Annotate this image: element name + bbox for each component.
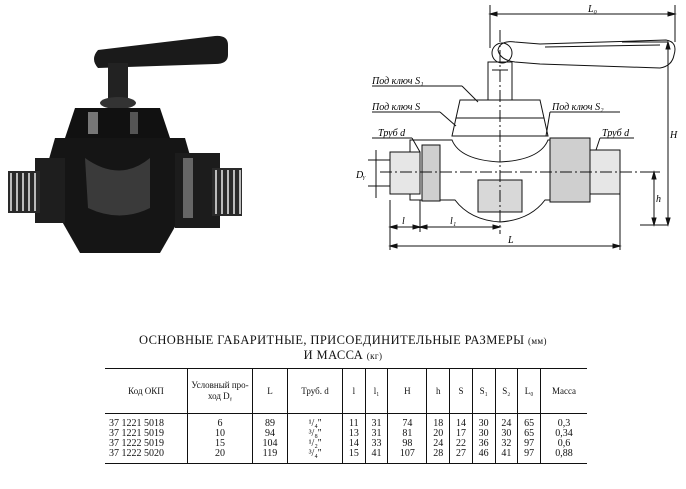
cell: 107 bbox=[387, 449, 427, 464]
cell: 37 1221 5018 bbox=[109, 418, 164, 429]
col-S: S bbox=[449, 368, 473, 414]
col-L: L bbox=[252, 368, 288, 414]
valve-photo bbox=[0, 8, 250, 263]
cell: 65 bbox=[517, 413, 541, 429]
l0-label: L₀ bbox=[587, 4, 598, 15]
cell: 18 bbox=[426, 413, 450, 429]
h-lower-label: h bbox=[656, 194, 661, 205]
cell: 13 bbox=[342, 429, 366, 439]
cell: 37 1222 5020 bbox=[105, 449, 188, 464]
valve-section-drawing: L₀ Под ключ S₁ Под ключ S Труб d Под клю… bbox=[355, 4, 678, 250]
cell: 46 bbox=[471, 449, 496, 464]
dy-label: Dᵧ bbox=[355, 170, 366, 181]
cell: 0,3 bbox=[540, 413, 587, 429]
col-mass: Масса bbox=[540, 368, 587, 414]
cell: 20 bbox=[187, 449, 253, 464]
cell: 11 bbox=[342, 413, 366, 429]
L-label: L bbox=[507, 235, 514, 246]
cell: 74 bbox=[387, 413, 427, 429]
col-l: l bbox=[342, 368, 366, 414]
cell: 37 1221 5019 bbox=[109, 428, 164, 439]
cell: ³/₈'' bbox=[287, 429, 343, 439]
cell: 89 bbox=[252, 413, 288, 429]
col-H: H bbox=[387, 368, 427, 414]
cell: 30 bbox=[471, 429, 496, 439]
col-S2: S₂ bbox=[494, 368, 518, 414]
cell: 14 bbox=[449, 413, 473, 429]
cell: 30 bbox=[471, 413, 496, 429]
cell: 41 bbox=[494, 449, 518, 464]
cell: 24 bbox=[494, 413, 518, 429]
cell: 28 bbox=[426, 449, 450, 464]
l1-label: l₁ bbox=[450, 216, 456, 227]
col-h: h bbox=[426, 368, 450, 414]
cell: ¹/₄'' bbox=[287, 413, 343, 429]
col-l1: l₁ bbox=[364, 368, 388, 414]
cell: 104 bbox=[252, 439, 288, 449]
cell: 0,88 bbox=[540, 449, 587, 464]
cell: ¹/₂'' bbox=[287, 439, 343, 449]
cell: 94 bbox=[252, 429, 288, 439]
cell: 37 1222 5019 bbox=[109, 438, 164, 449]
cell: 0,6 bbox=[540, 439, 587, 449]
cell: 27 bbox=[449, 449, 473, 464]
col-L0: L₀ bbox=[517, 368, 541, 414]
cell: 65 bbox=[517, 429, 541, 439]
key-s1-label: Под ключ S₁ bbox=[371, 76, 424, 87]
cell: 15 bbox=[187, 439, 253, 449]
cell: 36 bbox=[471, 439, 496, 449]
cell: ³/₄'' bbox=[287, 449, 343, 464]
col-okp-code: Код ОКП bbox=[105, 368, 188, 414]
col-pipe-d: Труб. d bbox=[287, 368, 343, 414]
col-S1: S₁ bbox=[471, 368, 496, 414]
cell: 97 bbox=[517, 439, 541, 449]
cell: 119 bbox=[252, 449, 288, 464]
col-nominal-bore: Условный про-ход Dᵧ bbox=[187, 368, 253, 414]
cell: 15 bbox=[342, 449, 366, 464]
cell: 31 bbox=[364, 429, 388, 439]
cell: 20 bbox=[426, 429, 450, 439]
table-caption-line1: ОСНОВНЫЕ ГАБАРИТНЫЕ, ПРИСОЕДИНИТЕЛЬНЫЕ Р… bbox=[139, 333, 547, 347]
cell: 0,34 bbox=[540, 429, 587, 439]
h-upper-label: H bbox=[669, 130, 678, 141]
cell: 33 bbox=[364, 439, 388, 449]
key-s2-label: Под ключ S₂ bbox=[551, 102, 604, 113]
cell: 32 bbox=[494, 439, 518, 449]
key-s-label: Под ключ S bbox=[371, 102, 420, 113]
cell: 30 bbox=[494, 429, 518, 439]
cell: 81 bbox=[387, 429, 427, 439]
cell: 24 bbox=[426, 439, 450, 449]
pipe-d-right-label: Труб d bbox=[602, 128, 630, 139]
dimensions-table: Код ОКП Условный про-ход Dᵧ L Труб. d l … bbox=[105, 368, 587, 464]
cell: 17 bbox=[449, 429, 473, 439]
l-label: l bbox=[402, 216, 405, 227]
cell: 6 bbox=[187, 413, 253, 429]
cell: 97 bbox=[517, 449, 541, 464]
table-caption-line2: И МАССА (кг) bbox=[303, 348, 383, 362]
cell: 22 bbox=[449, 439, 473, 449]
cell: 41 bbox=[364, 449, 388, 464]
table-header-row: Код ОКП Условный про-ход Dᵧ L Труб. d l … bbox=[105, 368, 587, 414]
pipe-d-left-label: Труб d bbox=[378, 128, 406, 139]
cell: 98 bbox=[387, 439, 427, 449]
cell: 31 bbox=[364, 413, 388, 429]
cell: 14 bbox=[342, 439, 366, 449]
cell: 10 bbox=[187, 429, 253, 439]
